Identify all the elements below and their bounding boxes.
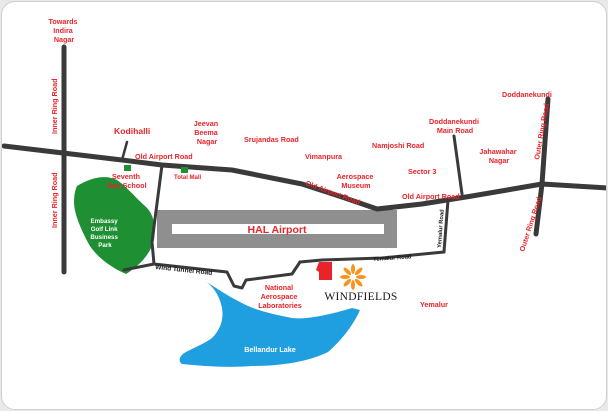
road-yemalur-vertical: [442, 198, 450, 254]
windfields-logo-text: WINDFIELDS: [324, 291, 397, 303]
label-towards-indira: Towards Indira Nagar: [48, 17, 79, 44]
label-seventh-day-school: Seventh Day School: [107, 172, 146, 190]
windfields-marker: [316, 262, 332, 280]
label-embassy-park: Embassy Golf Link Business Park: [90, 218, 119, 249]
label-namjoshi-road: Namjoshi Road: [372, 141, 424, 150]
label-inner-ring-top: Inner Ring Road: [50, 78, 59, 134]
bellandur-lake: [179, 282, 360, 367]
label-doddanekundi-main-road: Doddanekundi Main Road: [429, 117, 481, 135]
embassy-park-area: [74, 177, 155, 274]
road-wind-tunnel: [122, 260, 302, 290]
label-total-mall: Total Mall: [174, 175, 202, 181]
road-yemalur-horizontal: [298, 250, 446, 264]
label-doddanekundi: Doddanekundi: [502, 90, 552, 99]
road-embassy-link: [150, 163, 164, 266]
hal-runway: [172, 224, 384, 234]
road-outer-ring: [533, 96, 551, 237]
windfields-logo-icon: [340, 264, 366, 290]
label-vimanpura: Vimanpura: [305, 152, 343, 161]
label-aerospace-museum: Aerospace Museum: [337, 172, 376, 190]
total-mall-marker: [181, 167, 188, 173]
label-old-airport-road-3: Old Airport Road: [402, 192, 460, 201]
label-yemalur: Yemalur: [420, 300, 448, 309]
label-jahawahar-nagar: Jahawahar Nagar: [479, 147, 518, 165]
label-jeevan-beema: Jeevan Beema Nagar: [194, 119, 220, 146]
seventh-day-school-marker: [124, 165, 131, 171]
road-old-airport: [2, 143, 606, 212]
label-inner-ring-bottom: Inner Ring Road: [50, 172, 59, 228]
label-old-airport-road-1: Old Airport Road: [135, 152, 193, 161]
label-hal-airport: HAL Airport: [248, 224, 307, 236]
label-sector-3: Sector 3: [408, 167, 436, 176]
label-kodihalli: Kodihalli: [114, 126, 150, 136]
label-national-aerospace: National Aerospace Laboratories: [258, 283, 302, 310]
label-srujandas-road: Srujandas Road: [244, 135, 299, 144]
label-yemalur-road-vertical: Yemalur Road: [437, 209, 446, 248]
label-yemalur-road-horizontal: Yemalur Road: [373, 254, 412, 263]
label-bellandur-lake: Bellandur Lake: [244, 345, 296, 354]
road-kodihalli-stub: [120, 140, 129, 162]
road-doddanekundi-main: [452, 134, 464, 196]
